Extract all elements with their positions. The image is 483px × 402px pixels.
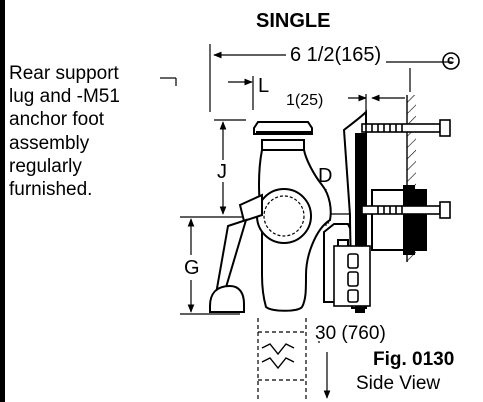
wall-bracket (371, 185, 427, 255)
note-line: lug and -M51 (9, 86, 120, 108)
dimension-clearance (318, 341, 331, 399)
left-border-bar (0, 0, 5, 402)
label-D: D (318, 165, 333, 187)
note-leader (160, 77, 177, 86)
offset-label: 1(25) (286, 92, 324, 109)
clearance-label: 30 (760) (315, 323, 386, 344)
c-symbol (442, 52, 460, 70)
note-line: furnished. (9, 179, 93, 201)
label-G: G (184, 257, 200, 279)
dimension-J (214, 119, 246, 215)
note-line: Rear support (9, 63, 119, 84)
label-C: c (447, 52, 455, 67)
outlet-box (333, 245, 371, 307)
figure-view: Side View (356, 373, 441, 394)
label-J: J (217, 161, 227, 183)
dimension-G (180, 216, 250, 315)
dimension-L (228, 76, 254, 110)
diagram-title: SINGLE (256, 10, 331, 32)
anchor-bolts (361, 119, 451, 219)
break-lines (261, 343, 295, 370)
note-text: Rear support lug and -M51 anchor foot as… (9, 62, 159, 201)
overall-depth-label: 6 1/2(165) (290, 44, 382, 66)
note-line: assembly (9, 132, 90, 154)
dimension-overall-depth (209, 44, 411, 112)
note-line: anchor foot (9, 109, 105, 131)
support-foot (209, 218, 248, 313)
label-L: L (258, 75, 270, 97)
note-line: regularly (9, 155, 82, 177)
figure-number: Fig. 0130 (373, 349, 455, 370)
drain-pipe (257, 318, 307, 400)
